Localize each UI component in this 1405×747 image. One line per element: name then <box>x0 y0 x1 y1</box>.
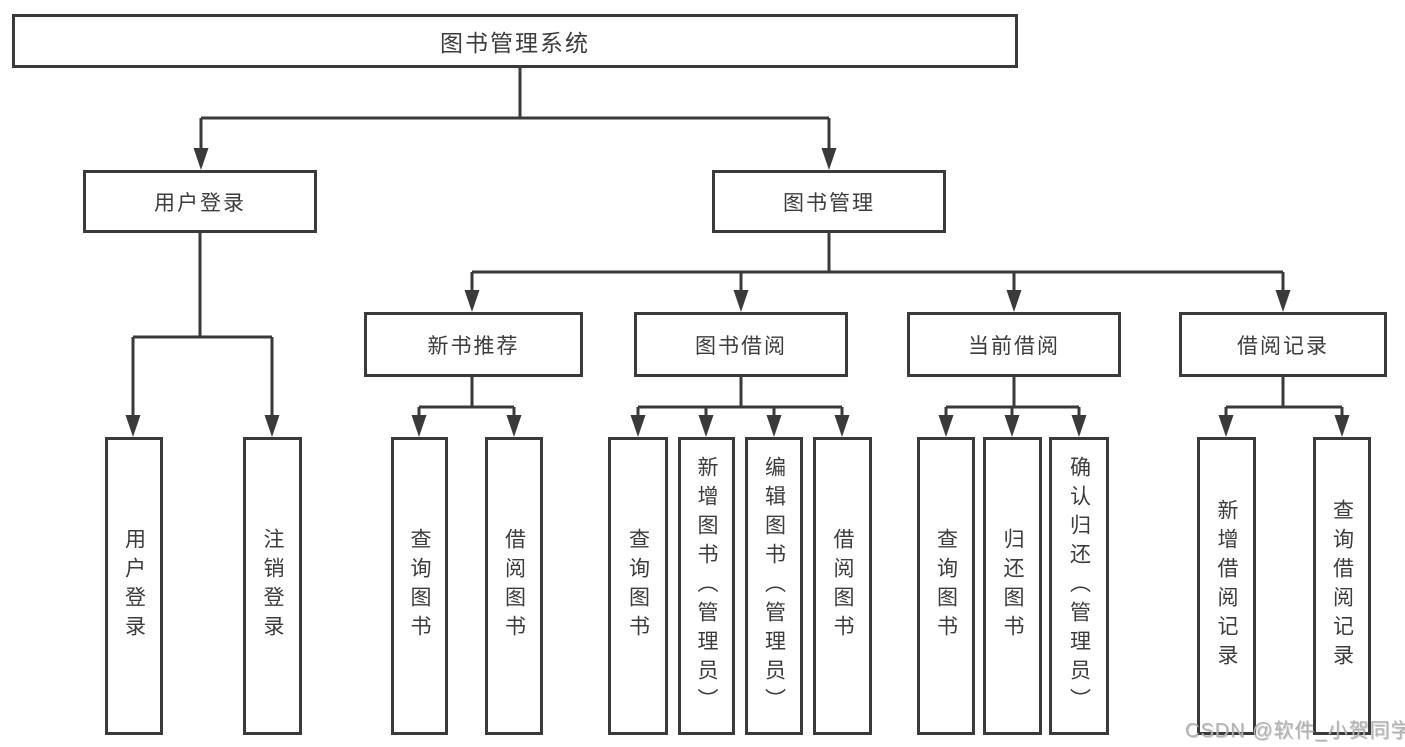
leaf-br-add-record-label: 新增借阅记录 <box>1215 499 1238 673</box>
connector-new-book-recommend-branches <box>411 377 522 437</box>
connector-book-management-branches <box>464 233 1291 312</box>
leaf-bb-borrow-books: 借阅图书 <box>813 437 872 735</box>
leaf-nbr-query-books-label: 查询图书 <box>408 528 431 644</box>
leaf-cb-query-books: 查询图书 <box>917 437 975 735</box>
node-borrow-record: 借阅记录 <box>1179 312 1387 377</box>
watermark: CSDN @软件_小贺同学 <box>1185 720 1405 742</box>
leaf-bb-add-books-admin-label: 新增图书（管理员） <box>695 455 718 717</box>
leaf-nbr-borrow-books-label: 借阅图书 <box>502 528 526 644</box>
leaf-br-query-record-label: 查询借阅记录 <box>1330 499 1354 673</box>
node-new-book-recommend-label: 新书推荐 <box>427 334 520 358</box>
leaf-logout-login: 注销登录 <box>243 437 302 735</box>
leaf-bb-query-books: 查询图书 <box>608 437 668 735</box>
node-book-management: 图书管理 <box>712 170 946 233</box>
node-book-borrow-label: 图书借阅 <box>695 334 787 358</box>
leaf-cb-query-books-label: 查询图书 <box>934 528 958 644</box>
leaf-br-query-record: 查询借阅记录 <box>1313 437 1371 735</box>
connector-current-borrow-branches <box>938 377 1087 437</box>
leaf-cb-return-books: 归还图书 <box>983 437 1042 735</box>
leaf-cb-confirm-return-admin-label: 确认归还（管理员） <box>1067 455 1091 717</box>
leaf-bb-add-books-admin: 新增图书（管理员） <box>678 437 735 735</box>
node-root: 图书管理系统 <box>12 14 1018 68</box>
node-new-book-recommend: 新书推荐 <box>364 312 583 377</box>
node-current-borrow: 当前借阅 <box>907 312 1121 377</box>
connector-borrow-record-branches <box>1218 377 1350 437</box>
leaf-user-login: 用户登录 <box>105 437 163 735</box>
leaf-cb-confirm-return-admin: 确认归还（管理员） <box>1049 437 1109 735</box>
node-root-label: 图书管理系统 <box>440 30 590 56</box>
leaf-user-login-label: 用户登录 <box>122 528 146 644</box>
leaf-bb-edit-books-admin: 编辑图书（管理员） <box>745 437 803 735</box>
connector-root-branches <box>193 68 837 170</box>
node-user-login-label: 用户登录 <box>154 191 246 215</box>
leaf-logout-login-label: 注销登录 <box>261 528 284 644</box>
node-book-borrow: 图书借阅 <box>634 312 848 377</box>
leaf-bb-query-books-label: 查询图书 <box>626 528 650 644</box>
leaf-bb-edit-books-admin-label: 编辑图书（管理员） <box>762 455 786 717</box>
connector-user-login-branches <box>125 233 280 437</box>
connector-book-borrow-branches <box>630 377 850 437</box>
leaf-bb-borrow-books-label: 借阅图书 <box>831 528 854 644</box>
node-current-borrow-label: 当前借阅 <box>968 334 1060 358</box>
leaf-nbr-query-books: 查询图书 <box>391 437 448 735</box>
node-borrow-record-label: 借阅记录 <box>1237 334 1329 358</box>
leaf-br-add-record: 新增借阅记录 <box>1197 437 1256 735</box>
node-user-login: 用户登录 <box>83 170 317 233</box>
node-book-management-label: 图书管理 <box>783 191 875 215</box>
leaf-nbr-borrow-books: 借阅图书 <box>485 437 543 735</box>
leaf-cb-return-books-label: 归还图书 <box>1001 528 1024 644</box>
